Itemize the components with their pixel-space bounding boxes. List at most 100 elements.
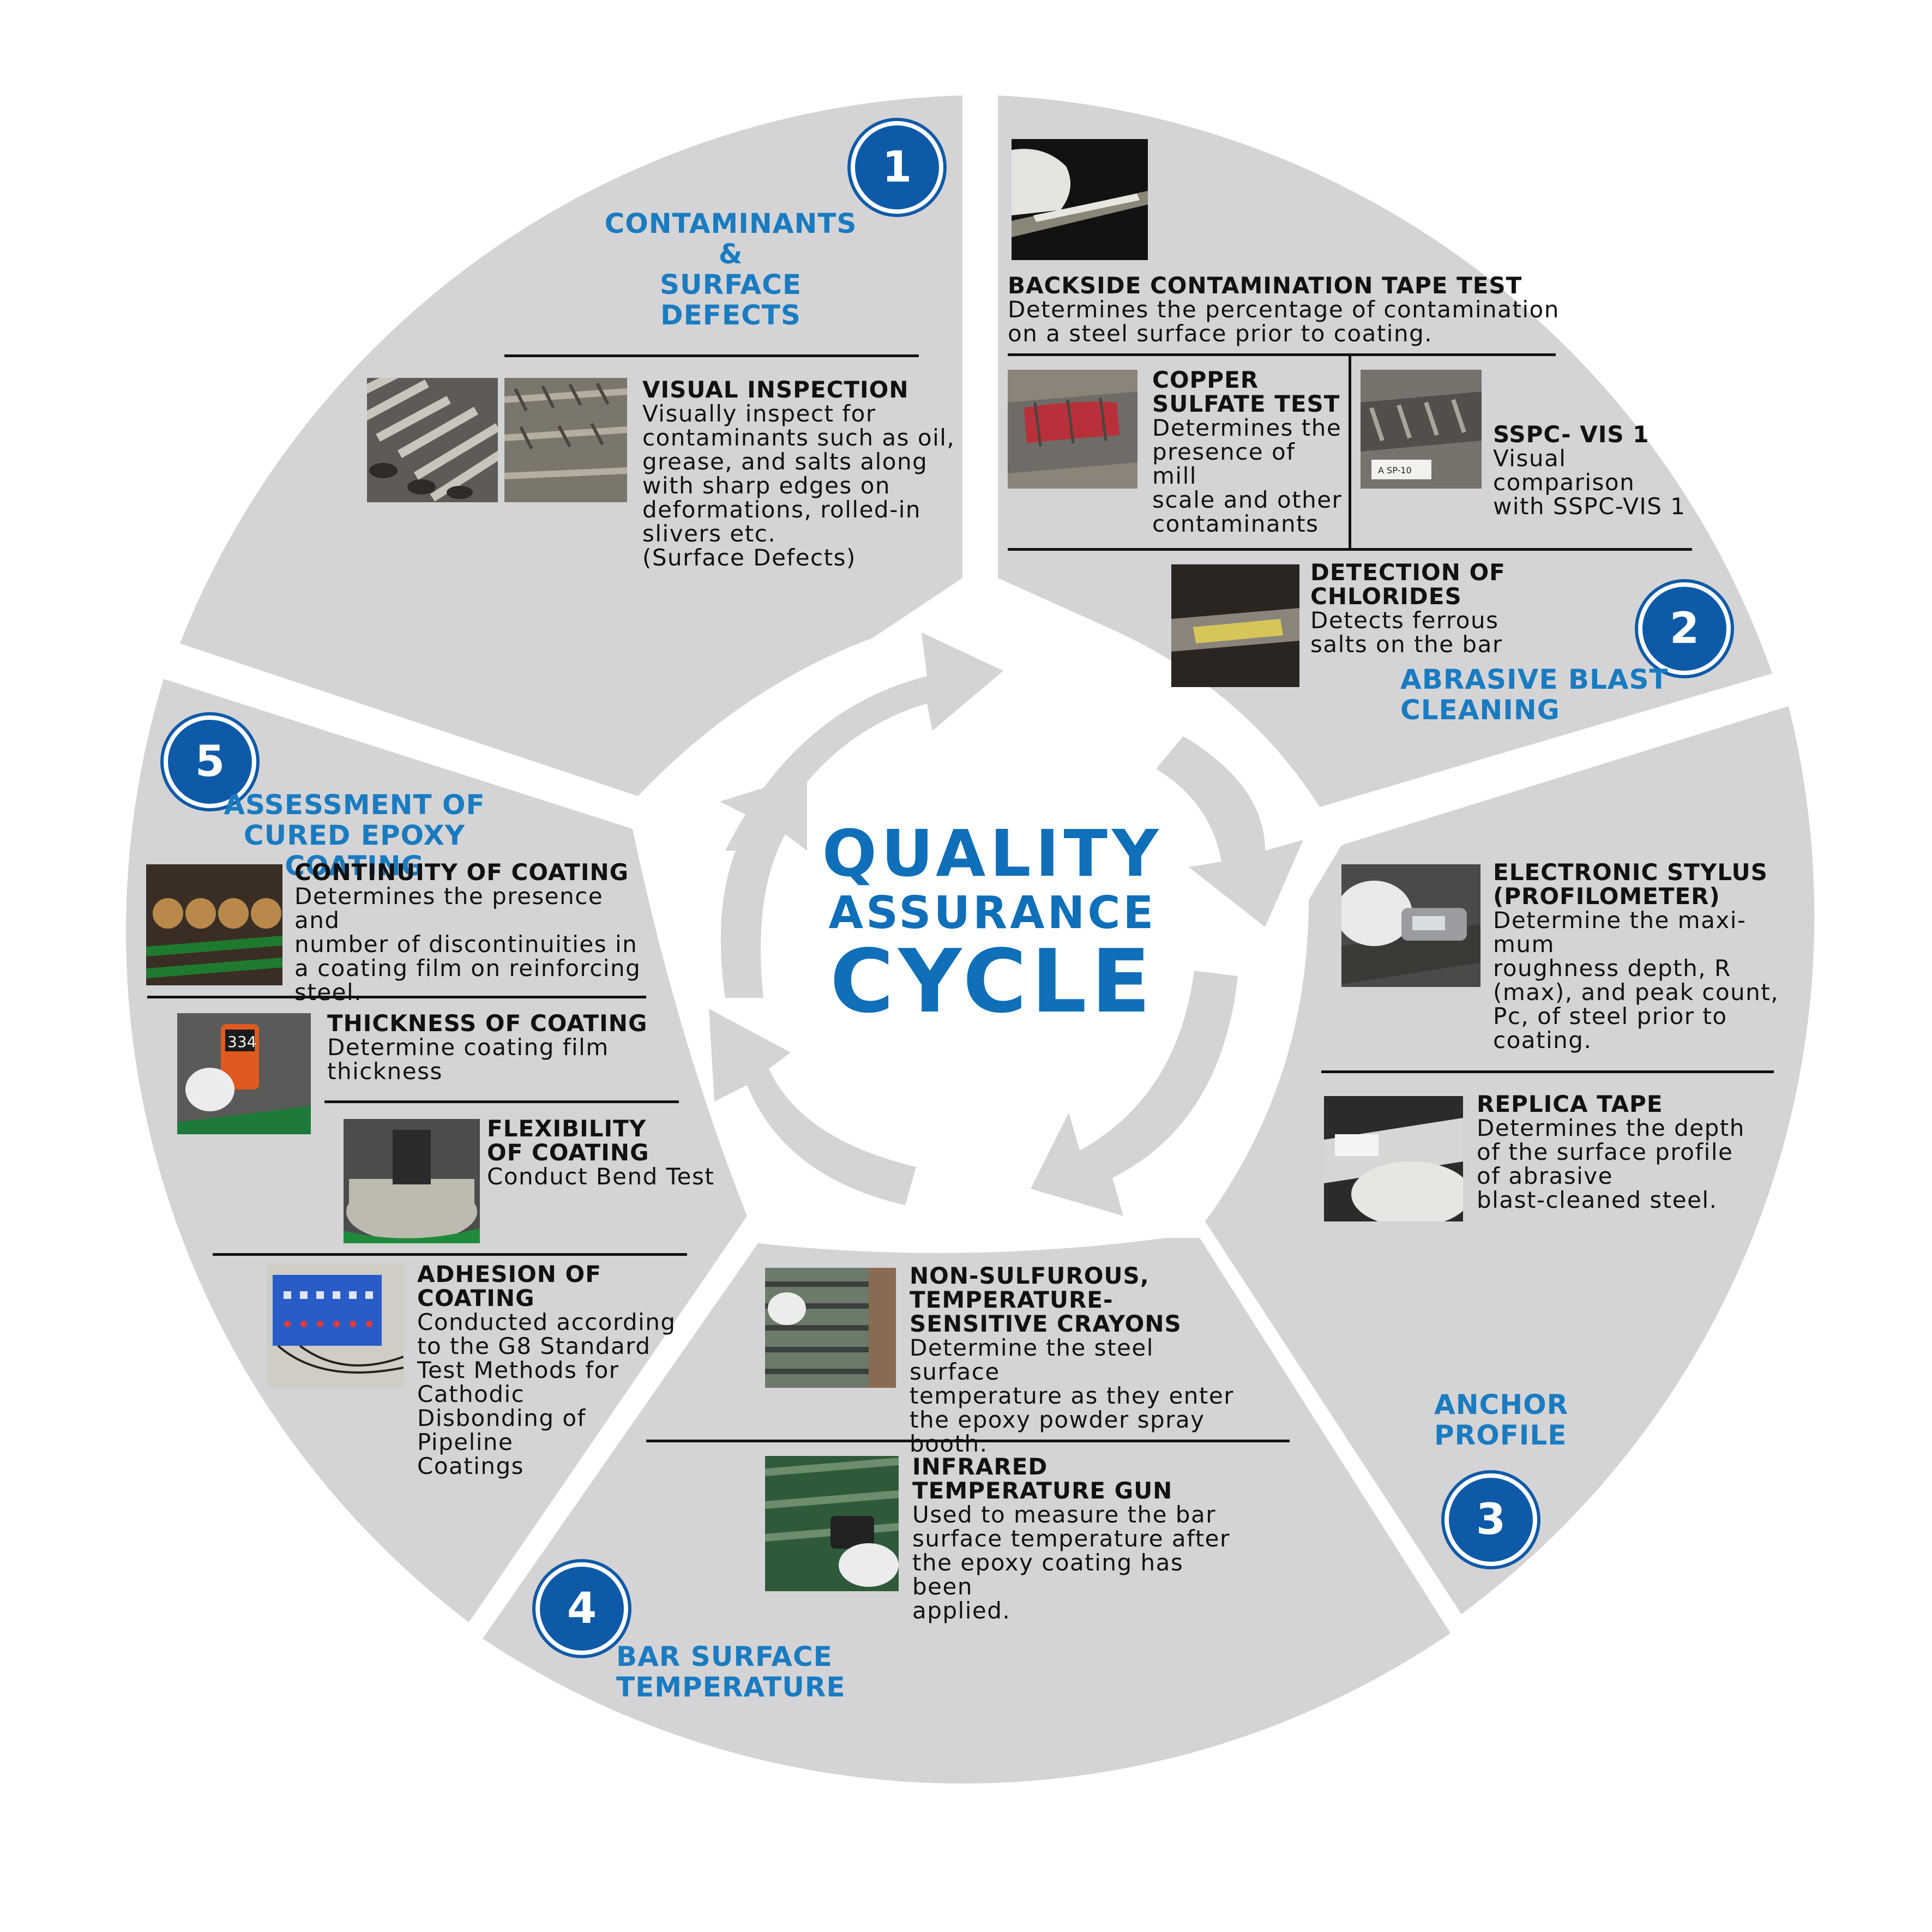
item-body-line: Conducted according [417, 1309, 676, 1335]
item-heading: CHLORIDES [1310, 583, 1462, 610]
item-body-line: Determines the depth [1477, 1115, 1745, 1141]
crayons-photo [765, 1268, 896, 1388]
item-heading: TEMPERATURE- [910, 1286, 1114, 1313]
section-2-title-line-1: ABRASIVE BLAST [1400, 664, 1669, 695]
item-body-line: Test Methods for [417, 1357, 619, 1383]
item-body-line: slivers etc. [642, 520, 777, 547]
item-body-line: Disbonding of [417, 1405, 586, 1431]
copper-sulfate-photo [1008, 370, 1137, 489]
section-2-title-line-2: CLEANING [1400, 694, 1560, 726]
item-body-line: Conduct Bend Test [487, 1163, 715, 1190]
segment-4 [483, 1238, 1450, 1784]
thickness-item: THICKNESS OF COATING Determine coating f… [327, 1012, 676, 1084]
center-title-line-2: ASSURANCE [828, 887, 1157, 939]
item-body-line: (max), and peak count, [1493, 979, 1779, 1006]
divider [147, 996, 646, 998]
item-body-line: number of discontinuities in [294, 931, 638, 958]
item-heading: TEMPERATURE GUN [912, 1477, 1173, 1504]
item-heading: CONTINUITY OF COATING [294, 859, 629, 886]
item-body-line: surface temperature after [912, 1525, 1230, 1552]
item-body-line: blast-cleaned steel. [1477, 1187, 1718, 1213]
visual-inspection-item: VISUAL INSPECTION Visually inspect for c… [642, 378, 959, 570]
item-body-line: on a steel surface prior to coating. [1008, 320, 1433, 347]
section-4-title-line-1: BAR SURFACE TEMPERATURE [616, 1641, 846, 1703]
backside-tape-test-item: BACKSIDE CONTAMINATION TAPE TEST Determi… [1008, 274, 1580, 346]
item-body-line: steel. [294, 979, 363, 1006]
rebar-photo-1 [367, 378, 498, 502]
center-title-line-1: QUALITY [822, 816, 1163, 891]
item-heading: (PROFILOMETER) [1493, 883, 1720, 910]
continuity-photo [146, 864, 282, 985]
item-heading: COPPER [1152, 366, 1259, 393]
item-heading: THICKNESS OF COATING [327, 1010, 648, 1037]
item-body-line: Visual [1493, 445, 1567, 472]
item-body-line: booth. [910, 1430, 988, 1457]
bend-test-photo [344, 1119, 480, 1243]
infrared-gun-photo [765, 1456, 899, 1591]
item-body-line: with SSPC-VIS 1 [1493, 493, 1686, 520]
item-heading: DETECTION OF [1310, 559, 1506, 586]
chlorides-photo [1171, 564, 1299, 687]
item-body-line: of the surface profile [1477, 1139, 1734, 1165]
item-body-line: the epoxy coating has been [912, 1549, 1184, 1600]
item-heading: ELECTRONIC STYLUS [1493, 859, 1768, 886]
item-body-line: salts on the bar [1310, 631, 1503, 658]
infrared-gun-item: INFRARED TEMPERATURE GUN Used to measure… [912, 1455, 1250, 1623]
item-body-line: grease, and salts along [642, 448, 928, 475]
section-2-title: ABRASIVE BLAST CLEANING [1400, 664, 1673, 725]
item-body-line: applied. [912, 1597, 1011, 1624]
adhesion-test-photo [267, 1264, 404, 1388]
replica-tape-item: REPLICA TAPE Determines the depth of the… [1477, 1092, 1782, 1212]
chlorides-item: DETECTION OF CHLORIDES Detects ferrous s… [1310, 561, 1539, 657]
item-body-line: thickness [327, 1058, 443, 1085]
item-body-line: roughness depth, R [1493, 955, 1731, 982]
adhesion-item: ADHESION OF COATING Conducted according … [417, 1262, 690, 1478]
item-heading: ADHESION OF COATING [417, 1261, 601, 1311]
item-heading: INFRARED [912, 1453, 1048, 1480]
step-badge-3: 3 [1445, 1473, 1537, 1566]
item-body-line: temperature as they enter [910, 1382, 1234, 1409]
item-body-line: Determines the [1152, 414, 1342, 441]
item-heading: SSPC- VIS 1 [1493, 421, 1650, 448]
item-body-line: Visually inspect for [642, 400, 876, 427]
item-heading: FLEXIBILITY [487, 1115, 647, 1142]
item-body-line: comparison [1493, 469, 1635, 496]
step-badge-1: 1 [851, 121, 943, 214]
divider [324, 1100, 679, 1103]
profilometer-photo [1341, 864, 1480, 987]
section-3-title: ANCHOR PROFILE [1434, 1389, 1598, 1450]
item-heading: OF COATING [487, 1139, 649, 1166]
item-body-line: contaminants [1152, 510, 1319, 537]
item-body-line: Cathodic [417, 1381, 525, 1407]
item-body-line: coating. [1493, 1027, 1592, 1054]
item-body-line: to the G8 Standard [417, 1333, 651, 1359]
center-title-line-3: CYCLE [829, 930, 1155, 1032]
divider [1008, 548, 1692, 551]
copper-sulfate-item: COPPER SULFATE TEST Determines the prese… [1152, 368, 1343, 536]
item-heading: SENSITIVE CRAYONS [910, 1310, 1182, 1337]
item-body-line: Determine coating film [327, 1034, 609, 1061]
arrow-bottom-left [709, 1009, 916, 1205]
item-body-line: Pipeline [417, 1429, 514, 1455]
arrow-bottom-right [1031, 971, 1238, 1216]
divider-vertical [1349, 353, 1351, 551]
continuity-item: CONTINUITY OF COATING Determines the pre… [294, 860, 643, 1004]
item-body-line: Determines the percentage of contaminati… [1008, 296, 1560, 323]
item-body-line: the epoxy powder spray [910, 1406, 1205, 1433]
item-body-line: Coatings [417, 1453, 525, 1479]
section-5-title: ASSESSMENT OF CURED EPOXY COATING [180, 790, 529, 881]
gauge-reading: 334 [227, 1033, 256, 1051]
arrow-left [720, 774, 807, 998]
section-4-title: BAR SURFACE TEMPERATURE [616, 1641, 1052, 1702]
item-body-line: of abrasive [1477, 1163, 1613, 1189]
section-5-title-line-2: CURED EPOXY COATING [243, 820, 466, 882]
item-body-line: Determine the maxi- [1493, 907, 1747, 934]
replica-tape-photo [1324, 1096, 1463, 1221]
item-body-line: deformations, rolled-in [642, 496, 922, 523]
item-body-line: Determines the presence and [294, 883, 604, 934]
item-heading: NON-SULFUROUS, [910, 1262, 1149, 1289]
section-1-title-line-1: CONTAMINANTS & [604, 208, 857, 270]
sspc-vis-photo: A SP-10 [1361, 370, 1482, 489]
arrow-right [1156, 736, 1303, 927]
item-body-line: presence of mill [1152, 438, 1296, 489]
